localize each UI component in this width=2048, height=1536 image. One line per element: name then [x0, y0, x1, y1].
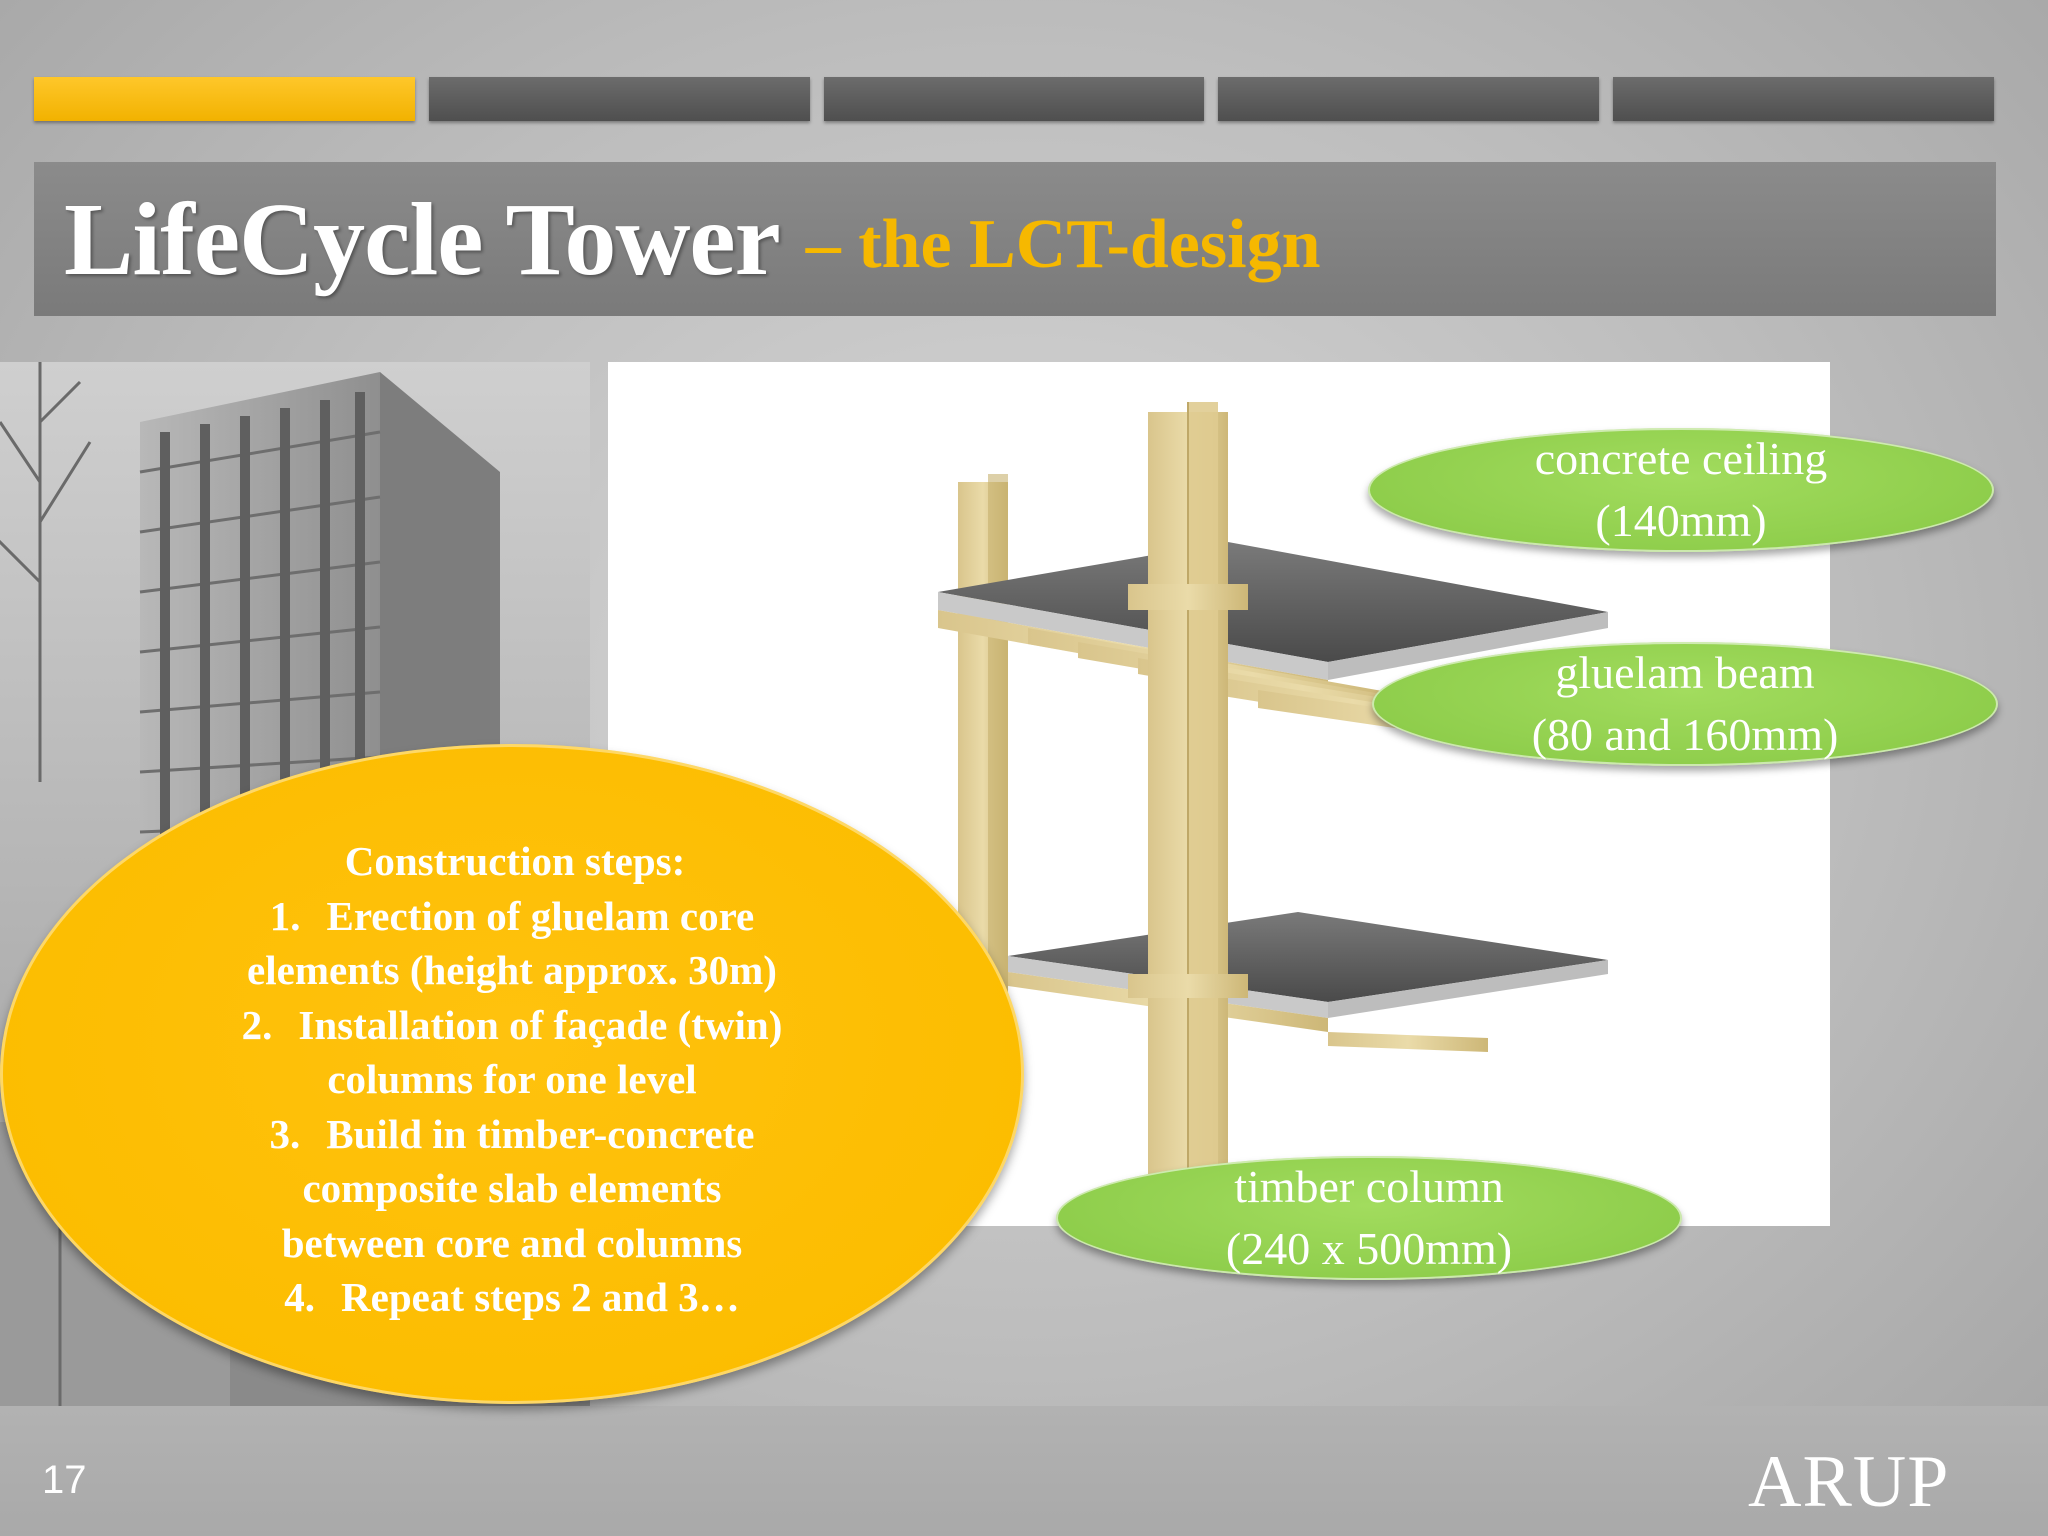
progress-tabs	[34, 77, 1994, 121]
step-4-line1: Repeat steps 2 and 3…	[341, 1274, 740, 1320]
step-2-number: 2.	[241, 1001, 273, 1048]
progress-tab-4[interactable]	[1218, 77, 1600, 121]
progress-tab-5[interactable]	[1613, 77, 1994, 121]
concrete-ceiling-label-line1: concrete ceiling	[1534, 433, 1828, 484]
arup-logo: ARUP	[1748, 1441, 1950, 1523]
construction-steps-callout: Construction steps: 1. Erection of gluela…	[0, 744, 1024, 1404]
progress-tab-3[interactable]	[823, 77, 1205, 121]
step-3-line1: Build in timber-concrete	[326, 1110, 755, 1157]
footer-strip	[0, 1406, 2048, 1536]
timber-column-label-line2: (240 x 500mm)	[1225, 1223, 1513, 1274]
progress-tab-2[interactable]	[428, 77, 810, 121]
step-2: 2. Installation of façade (twin) columns …	[0, 998, 1024, 1107]
timber-column-label: timber column (240 x 500mm)	[1056, 1156, 1682, 1280]
gluelam-beam-label-line2: (80 and 160mm)	[1531, 709, 1839, 760]
title-bar: LifeCycle Tower – the LCT-design	[34, 162, 1996, 316]
step-3: 3. Build in timber-concrete composite sla…	[0, 1107, 1024, 1271]
step-1-line2: elements (height approx. 30m)	[247, 947, 777, 993]
slide-title: LifeCycle Tower	[64, 181, 781, 297]
step-3-line3: between core and columns	[281, 1219, 743, 1266]
progress-tab-1[interactable]	[34, 77, 415, 121]
gluelam-beam-label-line1: gluelam beam	[1555, 647, 1815, 698]
concrete-ceiling-label-line2: (140mm)	[1595, 495, 1767, 546]
step-1-line1: Erection of gluelam core	[326, 892, 755, 939]
step-2-line2: columns for one level	[327, 1056, 697, 1102]
timber-column-label-line1: timber column	[1234, 1161, 1504, 1212]
construction-steps-heading: Construction steps:	[344, 838, 686, 884]
step-4-number: 4.	[284, 1274, 316, 1320]
step-2-line1: Installation of façade (twin)	[298, 1001, 783, 1048]
step-1-number: 1.	[269, 892, 301, 939]
step-4: 4. Repeat steps 2 and 3…	[0, 1270, 1024, 1325]
step-3-number: 3.	[269, 1110, 301, 1157]
slide-subtitle: – the LCT-design	[805, 206, 1321, 283]
construction-steps-text: Construction steps: 1. Erection of gluela…	[0, 834, 1024, 1325]
page-number: 17	[42, 1458, 87, 1502]
step-3-line2: composite slab elements	[302, 1165, 722, 1211]
step-1: 1. Erection of gluelam core elements (hei…	[0, 889, 1024, 998]
gluelam-beam-label: gluelam beam (80 and 160mm)	[1372, 642, 1998, 766]
concrete-ceiling-label: concrete ceiling (140mm)	[1368, 428, 1994, 552]
